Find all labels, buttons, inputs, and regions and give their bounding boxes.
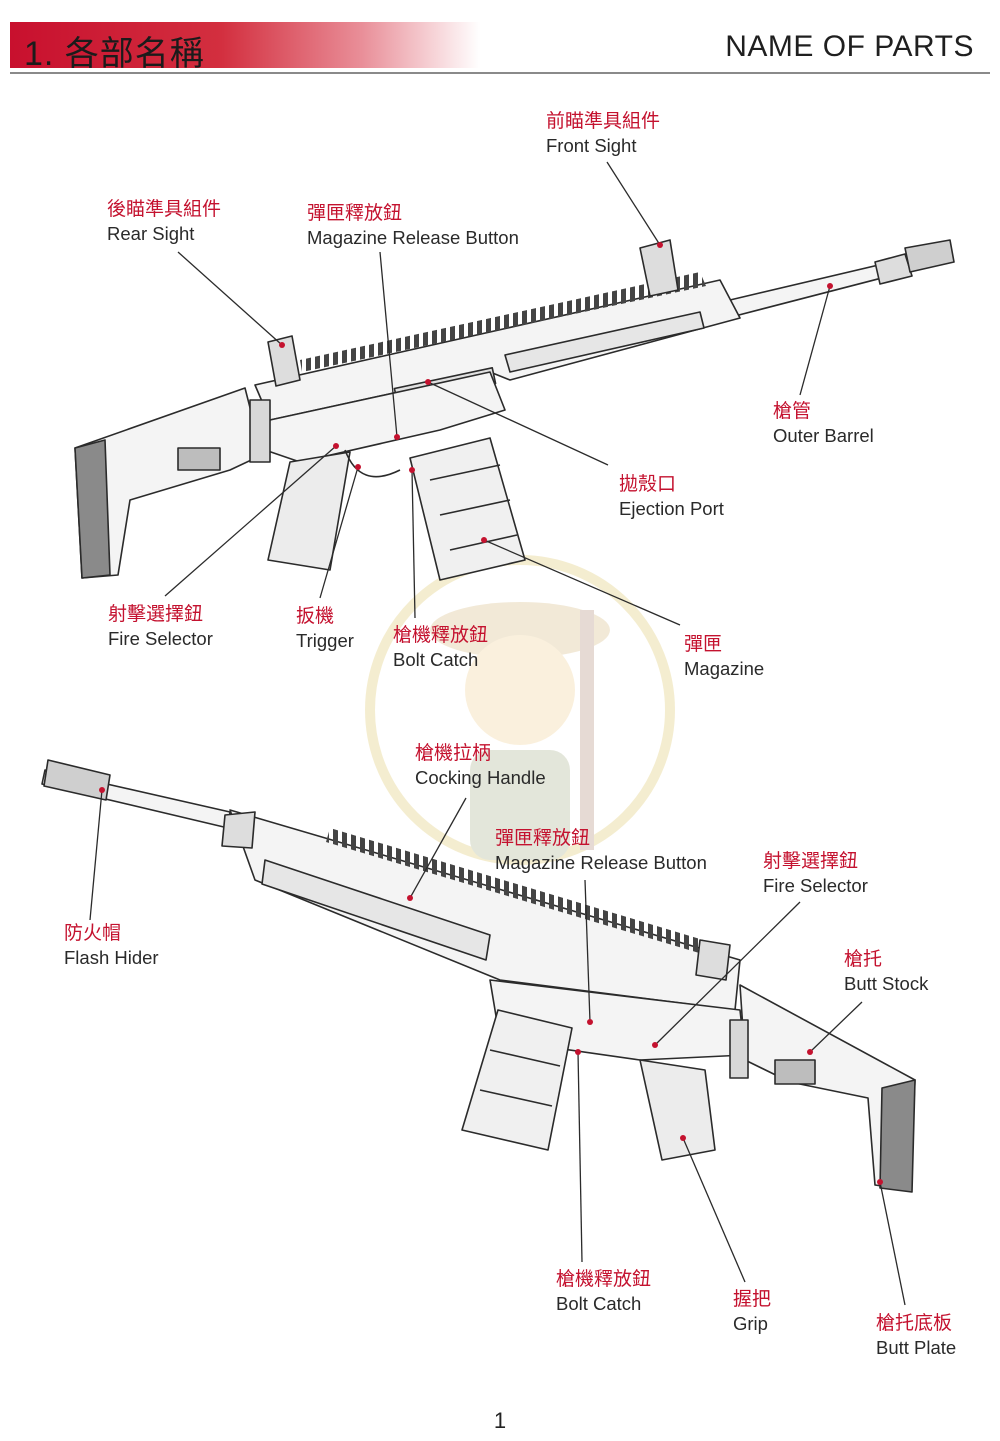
label-en: Outer Barrel	[773, 424, 874, 446]
label-zh: 防火帽	[64, 922, 122, 944]
label-bolt-catch-top: 槍機釋放鈕 Bolt Catch	[393, 624, 488, 671]
label-en: Fire Selector	[763, 874, 868, 896]
label-magazine-release-top: 彈匣釋放鈕 Magazine Release Button	[307, 202, 519, 249]
label-en: Magazine Release Button	[495, 851, 707, 873]
label-front-sight: 前瞄準具組件 Front Sight	[546, 110, 660, 157]
label-zh: 彈匣釋放鈕	[307, 202, 403, 224]
rifle-illustration-top-icon	[74, 239, 955, 581]
label-en: Ejection Port	[619, 497, 724, 519]
label-zh: 射擊選擇鈕	[763, 850, 859, 872]
section-title: 1. 各部名稱	[24, 35, 205, 73]
label-butt-stock: 槍托 Butt Stock	[844, 948, 928, 995]
label-zh: 槍機釋放鈕	[393, 624, 489, 646]
label-magazine-release-bottom: 彈匣釋放鈕 Magazine Release Button	[495, 827, 707, 874]
label-zh: 槍機拉柄	[415, 742, 492, 764]
label-en: Front Sight	[546, 134, 637, 156]
label-outer-barrel: 槍管 Outer Barrel	[773, 400, 874, 447]
leader-lines-top	[164, 161, 833, 626]
label-en: Trigger	[296, 629, 354, 651]
label-en: Butt Stock	[844, 972, 929, 994]
label-zh: 後瞄準具組件	[107, 198, 222, 220]
label-butt-plate: 槍托底板 Butt Plate	[876, 1312, 956, 1359]
label-trigger: 扳機 Trigger	[296, 605, 354, 652]
label-zh: 前瞄準具組件	[546, 110, 661, 132]
leader-lines-bottom	[89, 787, 906, 1306]
label-zh: 彈匣	[684, 633, 723, 655]
label-zh: 握把	[733, 1288, 772, 1310]
header-accent-bar	[10, 22, 480, 68]
page-header: 1. 各部名稱 NAME OF PARTS	[0, 12, 1000, 80]
label-zh: 槍托	[844, 948, 883, 970]
label-en: Flash Hider	[64, 946, 159, 968]
label-flash-hider: 防火帽 Flash Hider	[64, 922, 159, 969]
label-zh: 槍托底板	[876, 1312, 953, 1334]
label-zh: 槍管	[773, 400, 812, 422]
label-en: Rear Sight	[107, 222, 195, 244]
page-number: 1	[493, 1408, 507, 1433]
label-fire-selector-bottom: 射擊選擇鈕 Fire Selector	[763, 850, 868, 897]
label-en: Cocking Handle	[415, 766, 546, 788]
label-en: Fire Selector	[108, 627, 213, 649]
label-fire-selector-top: 射擊選擇鈕 Fire Selector	[108, 603, 213, 650]
rifle-illustration-bottom-icon	[41, 759, 916, 1193]
label-en: Magazine	[684, 657, 765, 679]
label-en: Bolt Catch	[393, 648, 479, 670]
label-ejection-port: 拋殼口 Ejection Port	[619, 473, 724, 520]
label-cocking-handle: 槍機拉柄 Cocking Handle	[415, 742, 546, 789]
label-zh: 彈匣釋放鈕	[495, 827, 591, 849]
label-en: Butt Plate	[876, 1336, 957, 1358]
label-en: Grip	[733, 1312, 768, 1334]
section-title-en: NAME OF PARTS	[725, 30, 974, 63]
label-bolt-catch-bottom: 槍機釋放鈕 Bolt Catch	[556, 1268, 651, 1315]
label-zh: 射擊選擇鈕	[108, 603, 204, 625]
label-zh: 扳機	[296, 605, 335, 627]
label-magazine: 彈匣 Magazine	[684, 633, 764, 680]
label-en: Bolt Catch	[556, 1292, 642, 1314]
label-grip: 握把 Grip	[733, 1288, 771, 1335]
label-en: Magazine Release Button	[307, 226, 519, 248]
label-zh: 拋殼口	[619, 473, 677, 495]
label-zh: 槍機釋放鈕	[556, 1268, 652, 1290]
header-divider	[10, 72, 990, 74]
label-rear-sight: 後瞄準具組件 Rear Sight	[107, 198, 221, 245]
